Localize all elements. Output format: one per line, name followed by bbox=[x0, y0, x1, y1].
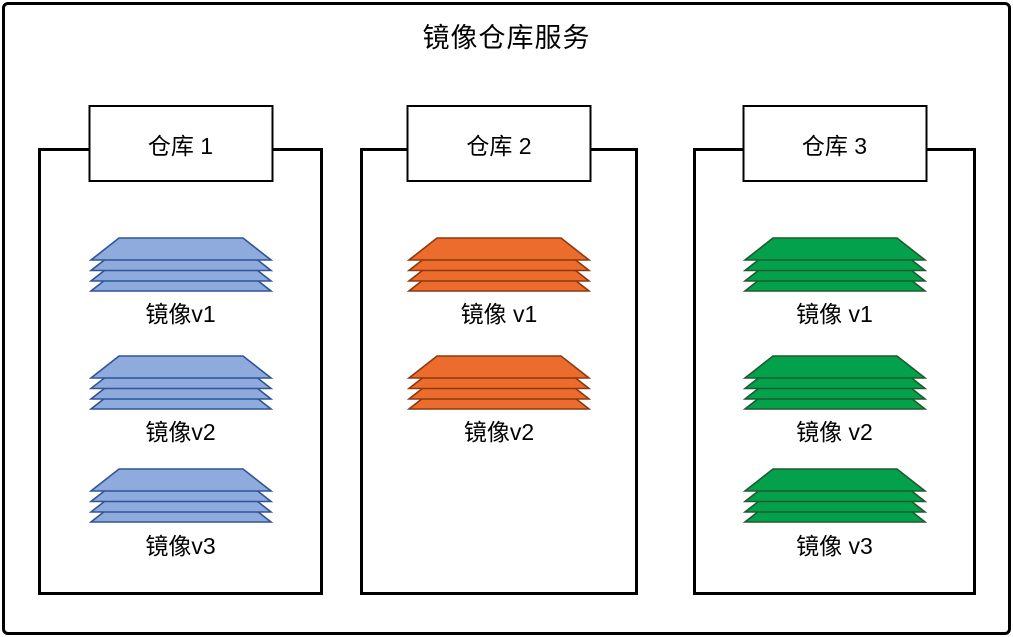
warehouse-2: 仓库 2 镜像 v1 镜像v2 bbox=[360, 105, 638, 595]
warehouse-1: 仓库 1 镜像v1 镜像v2 镜像v3 bbox=[38, 105, 323, 595]
layer-stack-icon bbox=[88, 237, 273, 292]
warehouse-2-label: 仓库 2 bbox=[406, 105, 592, 182]
image-label: 镜像 v2 bbox=[796, 419, 873, 445]
layer-stack-icon bbox=[742, 237, 927, 292]
warehouse-3-label: 仓库 3 bbox=[742, 105, 927, 182]
image-label: 镜像v2 bbox=[145, 419, 216, 445]
layer-stack-icon bbox=[742, 355, 927, 410]
layer-stack-icon bbox=[742, 468, 927, 523]
image-label: 镜像v3 bbox=[145, 533, 216, 559]
layer-stack-icon bbox=[407, 355, 591, 410]
warehouse-3: 仓库 3 镜像 v1 镜像 v2 镜像 v3 bbox=[693, 105, 976, 595]
diagram-title: 镜像仓库服务 bbox=[422, 23, 591, 53]
image-label: 镜像v1 bbox=[145, 301, 216, 327]
image-label: 镜像 v1 bbox=[796, 301, 873, 327]
warehouse-1-label: 仓库 1 bbox=[88, 105, 273, 182]
image-label: 镜像 v1 bbox=[460, 301, 538, 327]
layer-stack-icon bbox=[407, 237, 591, 292]
warehouse-2-box bbox=[360, 148, 638, 595]
layer-stack-icon bbox=[88, 468, 273, 523]
layer-stack-icon bbox=[88, 355, 273, 410]
image-label: 镜像v2 bbox=[463, 419, 535, 445]
image-label: 镜像 v3 bbox=[796, 533, 873, 559]
